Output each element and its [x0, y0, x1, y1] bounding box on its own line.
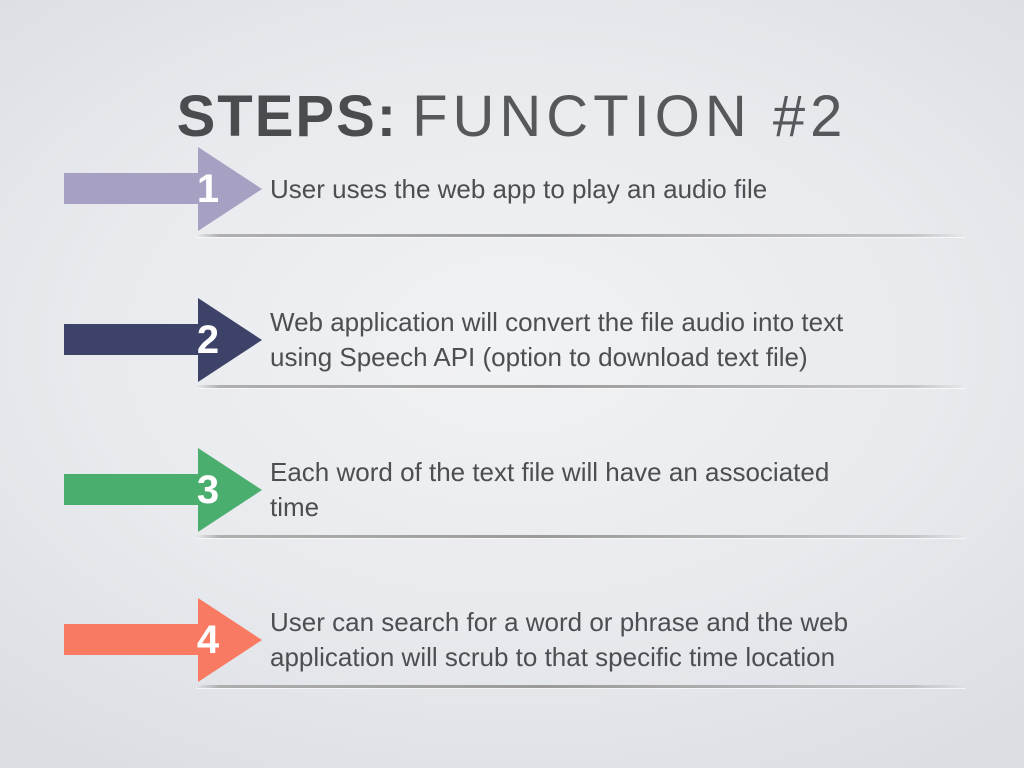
arrow-shaft: [64, 173, 200, 204]
step-text: Web application will convert the file au…: [270, 307, 844, 372]
step-text: Each word of the text file will have an …: [270, 457, 830, 522]
step-number: 2: [196, 317, 220, 362]
title-bold-part: STEPS:: [176, 83, 399, 149]
divider-line: [196, 535, 966, 538]
step-text: User uses the web app to play an audio f…: [270, 173, 768, 204]
step-row-4: 4 User can search for a word or phrase a…: [0, 598, 1024, 688]
arrow-right-icon: [198, 598, 262, 682]
page-title: STEPS:FUNCTION #2: [0, 83, 1024, 150]
arrow-right-icon: [198, 147, 262, 231]
arrow-right-icon: [198, 298, 262, 382]
title-light-part: FUNCTION #2: [412, 83, 848, 149]
divider-line: [196, 685, 966, 688]
step-row-1: 1 User uses the web app to play an audio…: [0, 147, 1024, 237]
step-3-arrow: 3: [64, 448, 262, 532]
step-number: 4: [196, 617, 220, 662]
arrow-shaft: [64, 324, 200, 355]
step-row-2: 2 Web application will convert the file …: [0, 298, 1024, 388]
divider-line: [196, 234, 966, 237]
arrow-shaft: [64, 474, 200, 505]
step-number: 3: [196, 467, 220, 512]
step-4-arrow: 4: [64, 598, 262, 682]
step-2-arrow: 2: [64, 298, 262, 382]
step-1-arrow: 1: [64, 147, 262, 231]
arrow-shaft: [64, 624, 200, 655]
step-number: 1: [196, 166, 220, 211]
divider-line: [196, 385, 966, 388]
step-row-3: 3 Each word of the text file will have a…: [0, 448, 1024, 538]
step-text: User can search for a word or phrase and…: [270, 607, 849, 672]
arrow-right-icon: [198, 448, 262, 532]
